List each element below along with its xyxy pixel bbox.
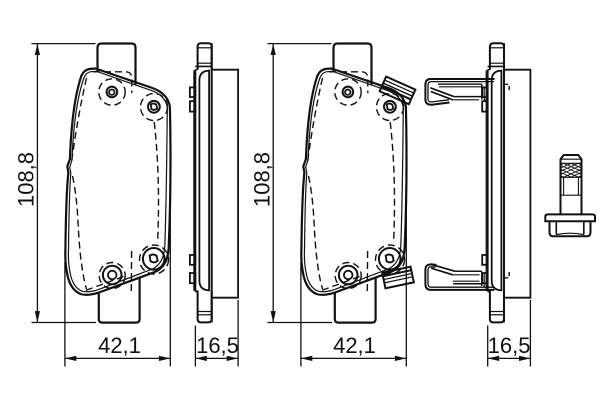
- svg-text:42,1: 42,1: [333, 333, 376, 358]
- svg-text:108,8: 108,8: [14, 152, 39, 207]
- svg-text:16,5: 16,5: [196, 333, 239, 358]
- svg-text:108,8: 108,8: [249, 152, 274, 207]
- svg-text:42,1: 42,1: [98, 333, 141, 358]
- svg-text:16,5: 16,5: [488, 333, 531, 358]
